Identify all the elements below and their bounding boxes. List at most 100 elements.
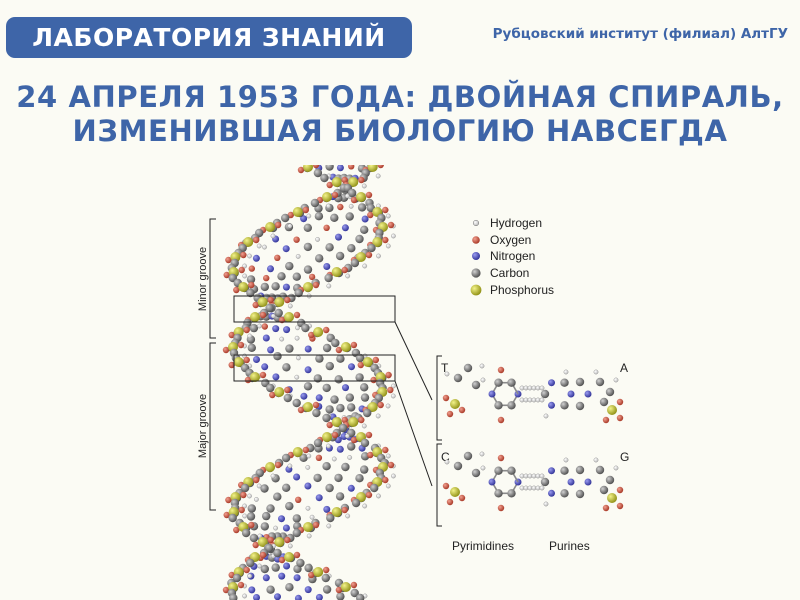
page-title: 24 АПРЕЛЯ 1953 ГОДА: ДВОЙНАЯ СПИРАЛЬ, ИЗ… [0,80,800,148]
hydrogen-atom [535,385,541,391]
nitrogen-atom [283,562,291,570]
oxygen-atom [278,556,286,564]
nitrogen-atom [267,265,274,273]
hydrogen-atom [326,523,332,529]
hydrogen-atom [543,413,549,419]
oxygen-atom [237,581,245,589]
carbon-atom [322,413,331,423]
carbon-atom [266,585,275,594]
oxygen-atom [385,371,392,379]
oxygen-atom [308,273,316,281]
carbon-atom [260,484,269,493]
oxygen-atom [297,166,305,174]
oxygen-atom [377,401,384,409]
hydrogen-atom [242,513,248,519]
oxygen-atom [228,331,235,339]
nitrogen-atom [278,515,285,523]
title-line-1: 24 АПРЕЛЯ 1953 ГОДА: ДВОЙНАЯ СПИРАЛЬ, [16,80,784,114]
hydrogen-atom [270,313,276,319]
hydrogen-atom [535,473,541,479]
hydrogen-atom [315,237,320,242]
nitrogen-atom [348,363,355,371]
carbon-atom [355,234,364,244]
phosphorus-atom [322,192,332,202]
hydrogen-atom [593,457,599,463]
minor-groove-label: Minor groove [197,247,209,311]
legend-item-hydrogen: Hydrogen [473,216,542,230]
oxygen-atom [365,491,373,499]
nitrogen-atom [488,390,496,398]
carbon-atom [313,374,322,383]
oxygen-atom [267,296,274,304]
hydrogen-atom [539,485,545,491]
carbon-atom [507,401,516,410]
hydrogen-atom [531,485,537,491]
nitrogen-atom [361,215,369,223]
oxygen-atom [382,446,389,454]
oxygen-atom [326,181,333,189]
oxygen-atom [312,401,320,409]
phosphorus-atom [233,357,244,367]
carbon-atom [246,512,256,521]
hydrogen-atom [535,397,541,403]
nitrogen-atom [304,345,312,353]
legend-label: Hydrogen [490,216,542,230]
hydrogen-atom [361,183,367,189]
pyrimidines-caption: Pyrimidines [452,539,514,553]
phosphorus-atom [313,567,324,577]
carbon-atom [292,528,301,538]
carbon-atom [453,461,463,471]
nitrogen-atom [262,334,270,342]
oxygen-atom [323,326,330,334]
hydrogen-atom [523,397,529,403]
oxygen-atom [442,482,450,490]
hydrogen-atom [287,543,293,549]
nitrogen-atom [342,384,349,392]
phosphorus-atom [303,522,313,532]
hydrogen-atom [254,497,259,502]
nitrogen-atom [253,356,260,363]
carbon-atom [324,273,333,283]
oxygen-atom [312,165,320,169]
carbon-atom [246,288,255,298]
nitrogen-atom [274,593,281,600]
hydrogen-atom [362,263,368,269]
hydrogen-atom [376,253,381,259]
carbon-atom [310,198,320,208]
hydrogen-atom [247,573,253,579]
hydrogen-atom [539,397,545,403]
nitrogen-atom [548,379,555,387]
carbon-atom [363,408,372,418]
hydrogen-atom [309,514,315,520]
phosphorus-atom [450,399,460,409]
hydrogen-atom [385,483,391,489]
base-letter-c: C [441,450,450,464]
carbon-atom [367,243,376,253]
carbon-atom [266,383,275,393]
oxygen-atom [446,410,454,418]
phosphorus-atom [257,297,268,307]
carbon-atom [246,558,255,568]
hydrogen-atom [527,485,533,491]
carbon-atom [249,323,259,333]
oxygen-atom [616,502,624,510]
base-letter-g: G [620,450,629,464]
carbon-atom [507,466,516,475]
hydrogen-atom [613,465,619,471]
dna-helix-model [222,165,396,600]
oxygen-atom [284,296,291,304]
carbon-atom [304,563,313,573]
carbon-atom [303,265,313,274]
nitrogen-swatch [472,252,480,260]
nitrogen-atom [315,494,323,502]
carbon-atom [331,338,340,348]
highlight-box-upper [233,295,396,323]
oxygen-atom [357,361,364,369]
carbon-atom [314,212,324,221]
carbon-atom [345,212,354,221]
carbon-atom [285,501,294,511]
brand-label: ЛАБОРАТОРИЯ ЗНАНИЙ [32,23,386,52]
hydrogen-atom [531,385,537,391]
oxygen-atom [323,566,330,574]
phosphorus-atom [274,297,285,307]
